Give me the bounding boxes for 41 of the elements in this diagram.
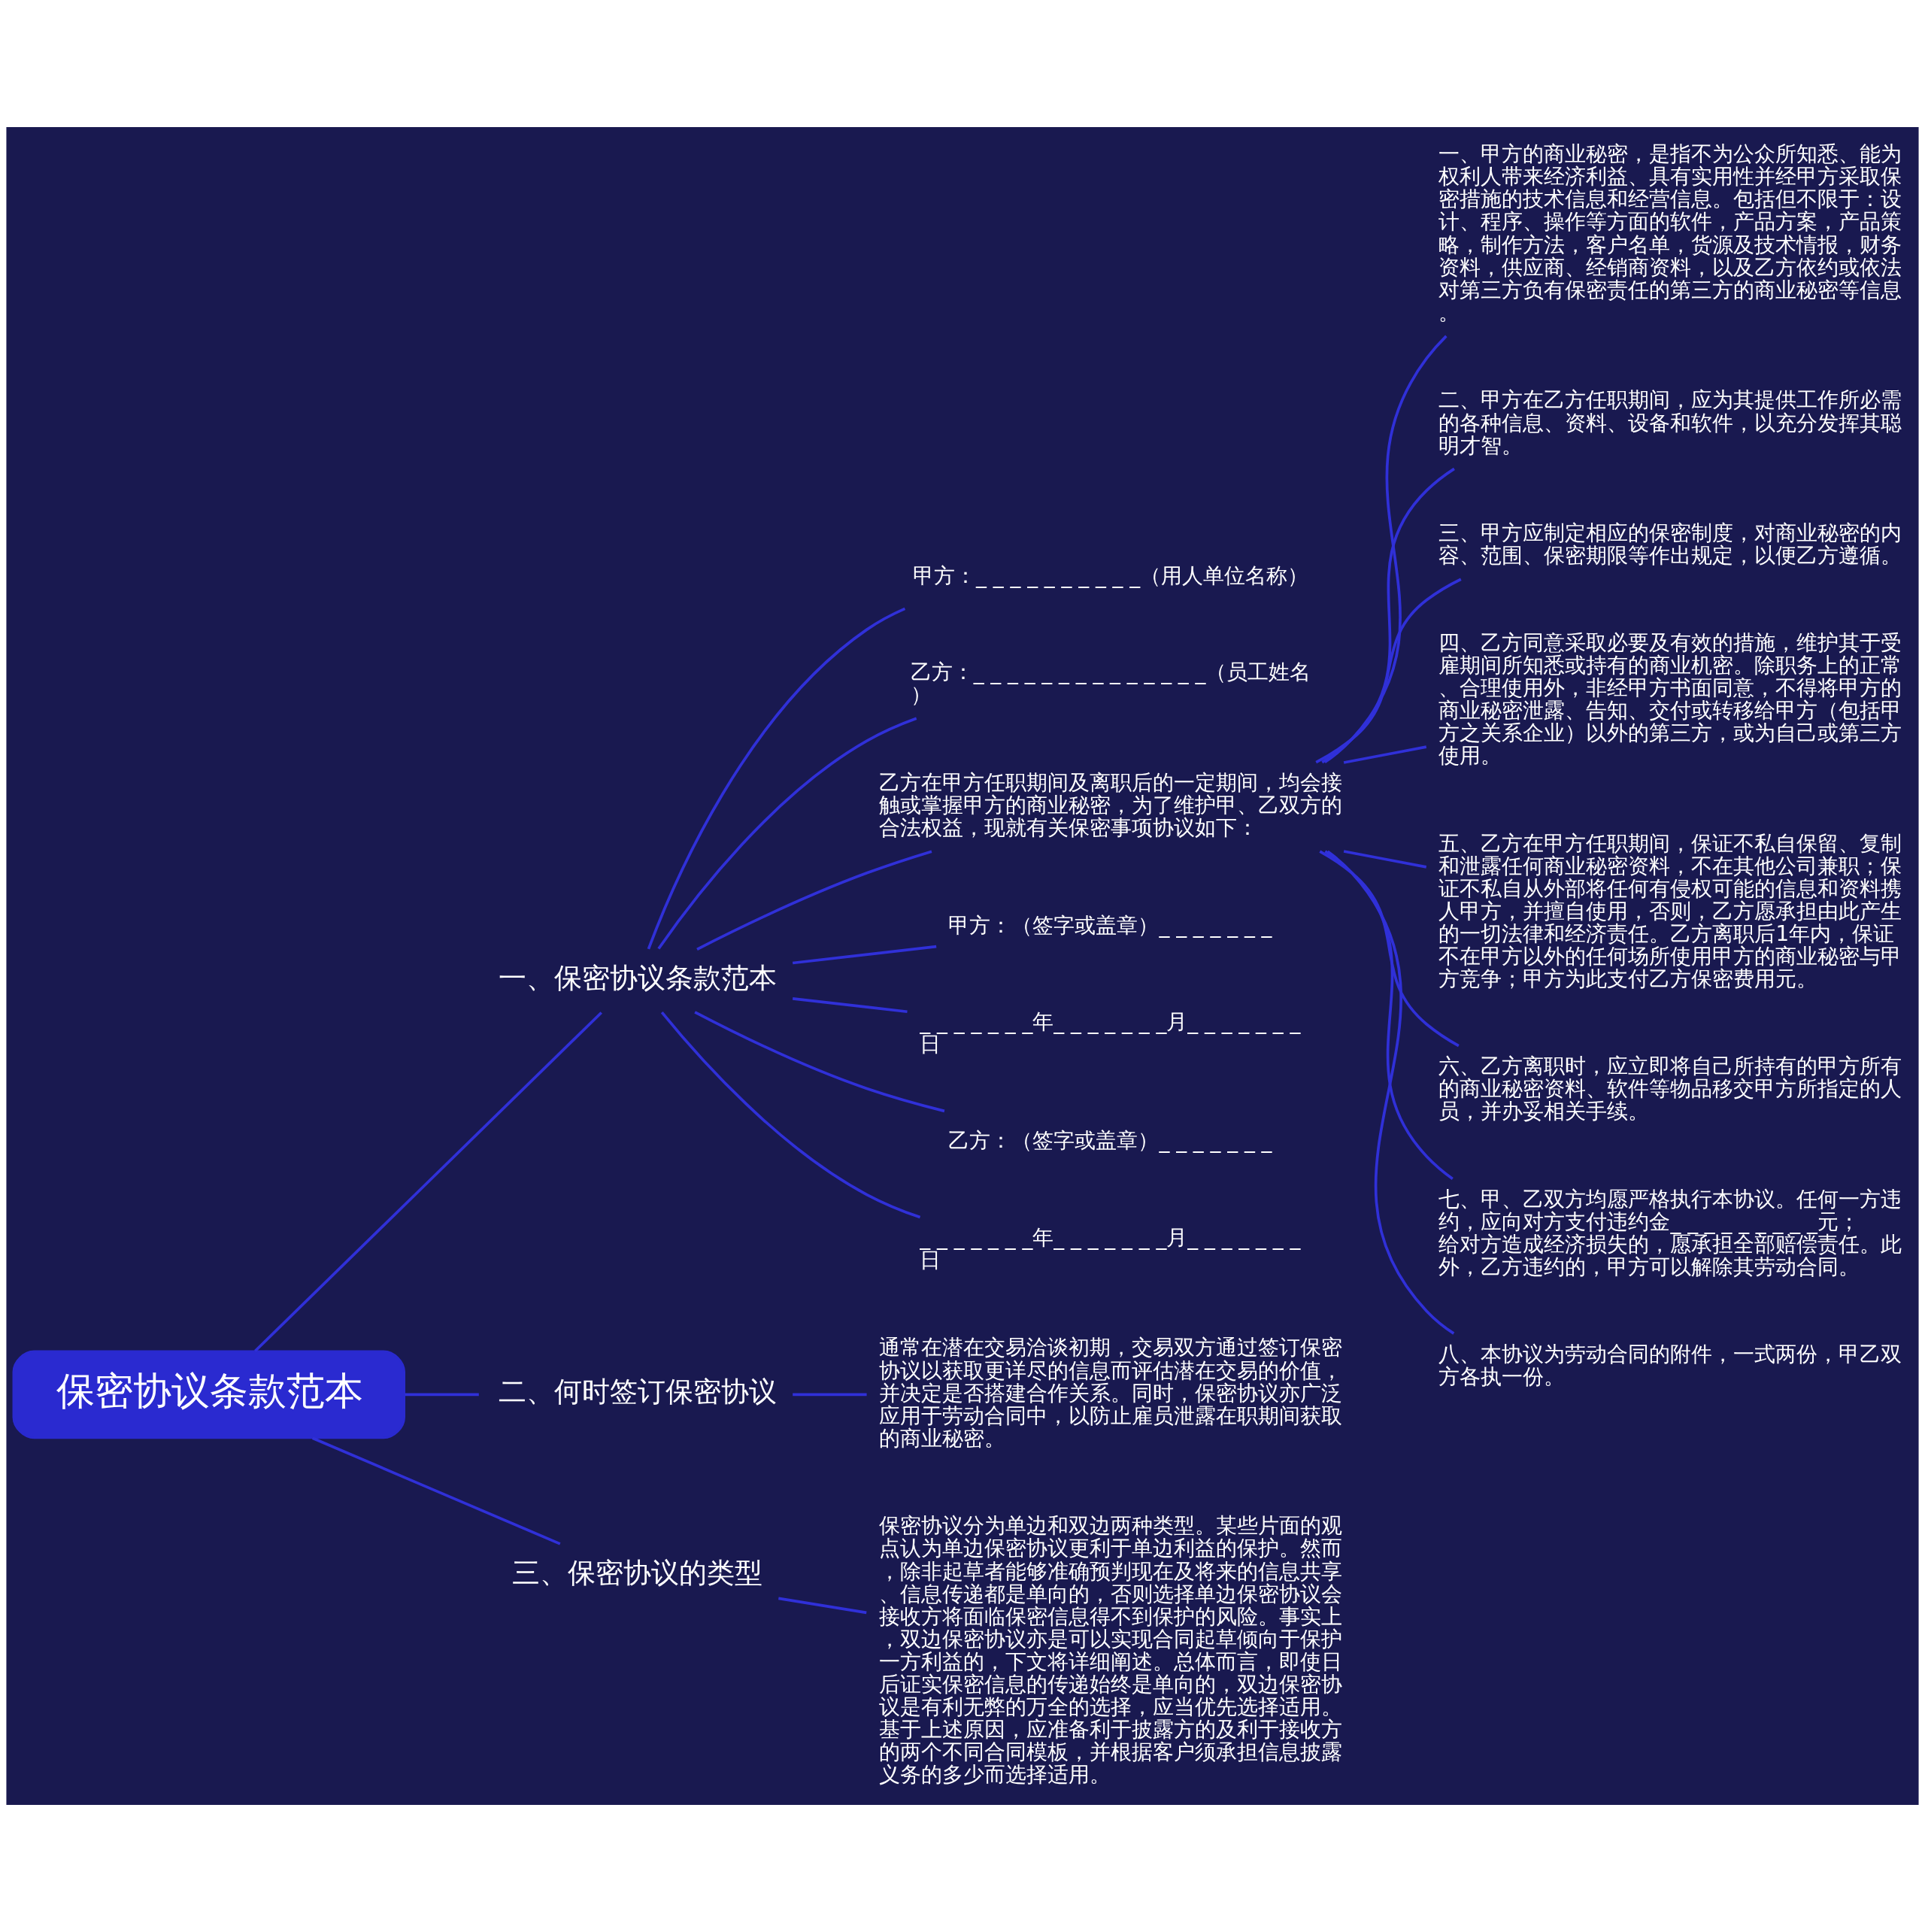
node-text: 通常在潜在交易洽谈初期，交易双方通过签订保密协议以获取更详尽的信息而评估潜在交易的价值，并决定是否搭建合作关系。同时，保密协议亦广泛应用于劳动合同中，以防止雇员泄露在职期间获取的商业秘密。 — [879, 1335, 1343, 1451]
connector — [311, 1436, 561, 1545]
connector — [778, 1597, 867, 1615]
node-text: 二、甲方在乙方任职期间，应为其提供工作所必需的各种信息、资料、设备和软件，以充分发挥其聪明才智。 — [1438, 387, 1902, 458]
node-text: 八、本协议为劳动合同的附件，一式两份，甲乙双方各执一份。 — [1438, 1341, 1902, 1389]
node-box: 保密协议条款范本 — [12, 1350, 406, 1439]
connector — [1343, 745, 1427, 764]
connector — [647, 607, 906, 950]
connector — [657, 717, 917, 950]
node-text: 七、甲、乙双方均愿严格执行本协议。任何一方违约，应向对方支付违约金_ _ _ _ _ _ _ _ _元；给对方造成经济损失的，愿承担全部赔偿责任。此外，乙方违约的，甲方可以解除其劳动合同。 — [1438, 1186, 1902, 1279]
connector — [1326, 850, 1455, 1335]
node-text: 四、乙方同意采取必要及有效的措施，维护其于受雇期间所知悉或持有的商业机密。除职务上的正常、合理使用外，非经甲方书面同意，不得将甲方的商业秘密泄露、告知、交付或转移给甲方（包括甲方之关系企业）以外的第三方，或为自己或第三方使用。 — [1438, 629, 1902, 769]
connector — [1323, 335, 1448, 764]
node-text: _ _ _ _ _ _ _年_ _ _ _ _ _ _月_ _ _ _ _ _ _日 — [920, 1008, 1301, 1057]
node-text: _ _ _ _ _ _ _年_ _ _ _ _ _ _月_ _ _ _ _ _ _日 — [920, 1224, 1301, 1272]
node-text: 乙方：_ _ _ _ _ _ _ _ _ _ _ _ _ _（员工姓名） — [910, 660, 1311, 708]
node-text: 二、何时签订保密协议 — [498, 1375, 777, 1409]
connector — [793, 1393, 867, 1397]
connector — [254, 1011, 603, 1352]
connector — [696, 850, 932, 951]
node-text: 保密协议分为单边和双边两种类型。某些片面的观点认为单边保密协议更利于单边利益的保护。然而，除非起草者能够准确预判现在及将来的信息共享、信息传递都是单向的，否则选择单边保密协议会接收方将面临保密信息得不到保护的风险。事实上，双边保密协议亦是可以实现合同起草倾向于保护一方利益的，下文将详细阐述。总体而言，即使日后证实保密信息的传递始终是单向的，双边保密协议是有利无弊的万全的选择，应当优先选择适用。基于上述原因，应准备利于披露方的及利于接收方的两个不同合同模板，并根据客户须承担信息披露义务的多少而选择适用。 — [879, 1513, 1343, 1788]
node-text: 乙方在甲方任职期间及离职后的一定期间，均会接触或掌握甲方的商业秘密，为了维护甲、乙双方的合法权益，现就有关保密事项协议如下： — [879, 770, 1343, 841]
connector — [1319, 850, 1460, 1048]
node-text: 三、保密协议的类型 — [512, 1556, 763, 1589]
connector — [660, 1011, 921, 1219]
node-text: 乙方：（签字或盖章）_ _ _ _ _ _ _ — [948, 1128, 1272, 1154]
connector — [1324, 850, 1454, 1180]
connector — [1321, 467, 1455, 764]
node-text: 一、甲方的商业秘密，是指不为公众所知悉、能为权利人带来经济利益、具有实用性并经甲方采取保密措施的技术信息和经营信息。包括但不限于：设计、程序、操作等方面的软件，产品方案，产品策略，制作方法，客户名单，货源及技术情报，财务资料，供应商、经销商资料，以及乙方依约或依法对第三方负有保密责任的第三方的商业秘密等信息。 — [1438, 141, 1902, 325]
node-text: 五、乙方在甲方任职期间，保证不私自保留、复制和泄露任何商业秘密资料，不在其他公司兼职；保证不私自从外部将任何有侵权可能的信息和资料携人甲方，并擅自使用，否则，乙方愿承担由此产生的一切法律和经济责任。乙方离职后1年内，保证不在甲方以外的任何场所使用甲方的商业秘密与甲方竞争；甲方为此支付乙方保密费用元。 — [1438, 830, 1902, 992]
node-text: 六、乙方离职时，应立即将自己所持有的甲方所有的商业秘密资料、软件等物品移交甲方所指定的人员，并办妥相关手续。 — [1438, 1053, 1902, 1124]
connector — [792, 997, 908, 1014]
node-text: 甲方：（签字或盖章）_ _ _ _ _ _ _ — [948, 912, 1272, 938]
connector — [792, 945, 937, 965]
connector — [1315, 578, 1462, 764]
connector — [1343, 850, 1427, 869]
node-text: 三、甲方应制定相应的保密制度，对商业秘密的内容、范围、保密期限等作出规定，以便乙方遵循。 — [1438, 520, 1902, 569]
connector — [694, 1011, 945, 1113]
node-text: 甲方：_ _ _ _ _ _ _ _ _ _（用人单位名称） — [913, 563, 1309, 588]
node-text: 一、保密协议条款范本 — [498, 961, 777, 994]
connector — [405, 1393, 479, 1397]
